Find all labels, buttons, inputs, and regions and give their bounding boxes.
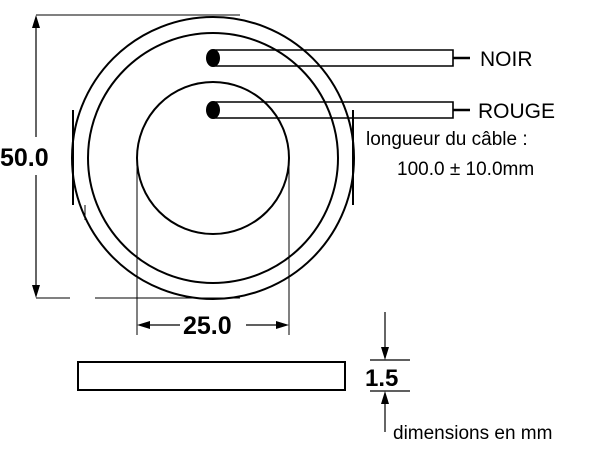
red-wire-label: ROUGE — [478, 100, 555, 123]
thickness-arrow-bottom — [381, 391, 389, 404]
cable-length-value: 100.0 ± 10.0mm — [397, 159, 534, 180]
side-view-disc — [77, 361, 346, 391]
black-wire-label: NOIR — [480, 48, 533, 71]
black-wire — [213, 49, 454, 67]
thickness-arrow-top — [381, 347, 389, 360]
outer-diameter-label: 50.0 — [0, 144, 49, 172]
outer-dim-arrow-top — [32, 15, 40, 28]
red-wire-solder-dot — [206, 101, 220, 119]
red-wire — [213, 101, 454, 119]
black-wire-solder-dot — [206, 49, 220, 67]
thickness-label: 1.5 — [365, 365, 398, 392]
thickness-dimension — [370, 312, 410, 432]
inner-dim-arrow-right — [276, 321, 289, 329]
inner-dim-arrow-left — [137, 321, 150, 329]
units-note: dimensions en mm — [393, 423, 552, 444]
outer-dim-arrow-bottom — [32, 285, 40, 298]
ceramic-ring — [87, 32, 339, 284]
inner-diameter-label: 25.0 — [183, 312, 232, 340]
cable-length-label: longueur du câble : — [366, 129, 528, 150]
